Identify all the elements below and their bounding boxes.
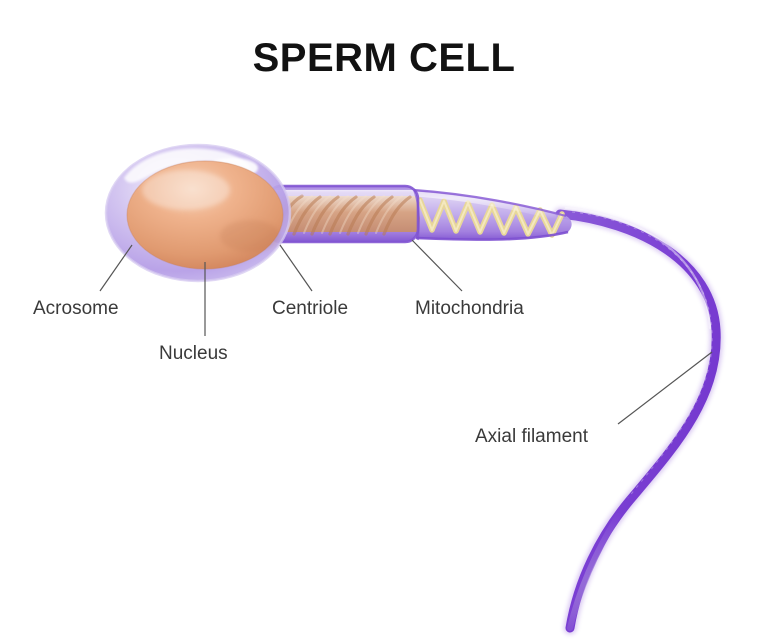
leader-centriole [279, 244, 313, 292]
leader-lines [99, 239, 713, 425]
label-nucleus: Nucleus [159, 343, 228, 364]
tail-flagellum [553, 206, 723, 635]
head-nucleus [126, 160, 284, 270]
leader-acrosome [99, 244, 133, 292]
label-axial-filament: Axial filament [475, 426, 588, 447]
page-title: SPERM CELL [252, 36, 516, 80]
label-acrosome: Acrosome [33, 298, 119, 319]
leader-mitochondria [411, 239, 463, 292]
midpiece-mitochondria [413, 188, 572, 241]
label-centriole: Centriole [272, 298, 349, 319]
label-mitochondria: Mitochondria [415, 298, 524, 319]
leader-axial-filament [617, 351, 713, 425]
